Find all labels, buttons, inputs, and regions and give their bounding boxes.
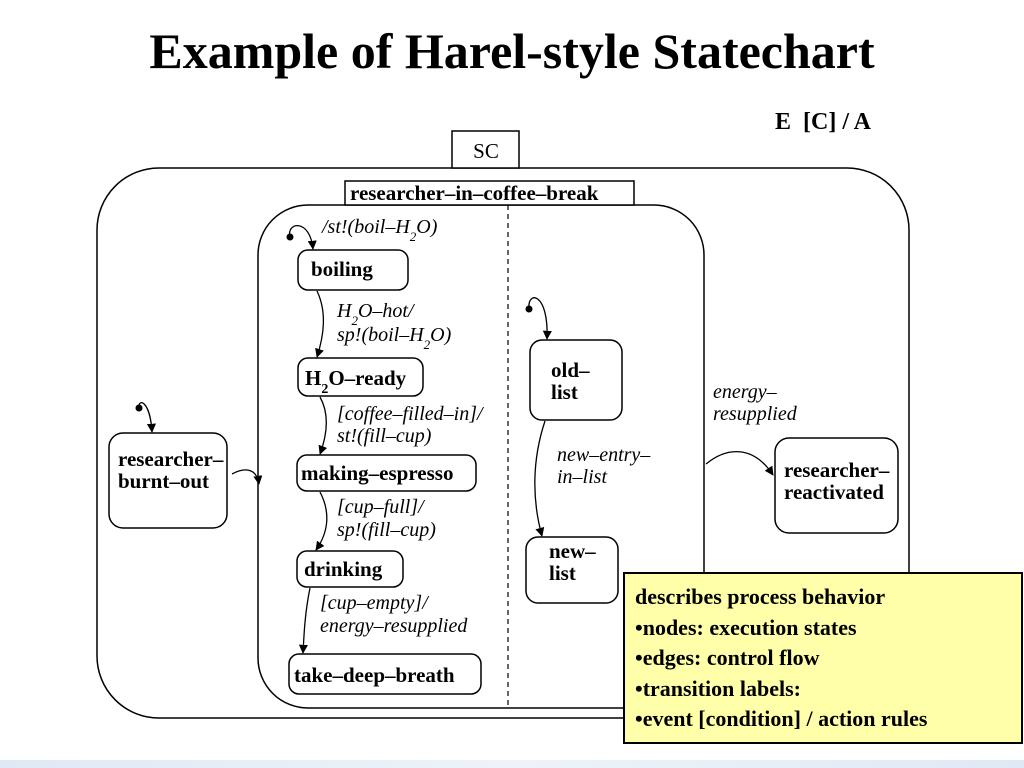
state-researcher-burnt-out: researcher–burnt–out <box>108 432 228 529</box>
transition-making-espresso-drinking <box>315 491 328 551</box>
superstate-label-box <box>344 180 635 206</box>
transition-initial-boiling <box>288 224 317 250</box>
reactivated-line2: reactivated <box>784 480 884 504</box>
new-list-line2: list <box>549 561 576 585</box>
state-making-espresso-label: making–espresso <box>301 461 453 485</box>
label-sp-boil: sp!(boil–H2O) <box>337 324 452 352</box>
label-initial-boil-sub: 2 <box>410 229 417 244</box>
label-coffee-filled: [coffee–filled–in]/st!(fill–cup) <box>337 403 485 447</box>
label-new-entry-a: new–entry– <box>557 444 651 466</box>
label-cup-full-b: sp!(fill–cup) <box>337 519 436 541</box>
note-line-3: •edges: control flow <box>635 645 820 670</box>
label-new-entry: new–entry–in–list <box>557 444 651 488</box>
new-list-line1: new– <box>549 539 596 563</box>
transition-burnt-out-coffee-break <box>231 469 263 485</box>
label-sp-boil-sub: 2 <box>424 337 431 352</box>
label-coffee-filled-b: st!(fill–cup) <box>337 425 432 447</box>
state-making-espresso: making–espresso <box>296 454 477 492</box>
label-h2o-hot-b: O–hot/ <box>358 300 416 322</box>
state-researcher-reactivated: researcher–reactivated <box>774 437 899 534</box>
state-take-deep-breath-label: take–deep–breath <box>294 663 455 687</box>
transition-initial-old-list <box>528 297 552 340</box>
explanation-note-box: describes process behavior •nodes: execu… <box>623 572 1023 744</box>
label-h2o-hot-a: H <box>336 300 353 322</box>
label-new-entry-b: in–list <box>557 466 607 488</box>
label-initial-boil-b: O) <box>416 216 437 238</box>
transition-energy-resupplied <box>705 451 774 476</box>
superstate-label: researcher–in–coffee–break <box>350 181 599 205</box>
state-new-list: new–list <box>525 536 619 604</box>
label-initial-boil: /st!(boil–H2O) <box>321 216 438 244</box>
label-coffee-filled-a: [coffee–filled–in]/ <box>337 403 485 425</box>
h2o-ready-rest: O–ready <box>328 366 406 390</box>
transition-h2o-ready-making-espresso <box>318 396 328 455</box>
burnt-out-line1: researcher– <box>118 447 224 471</box>
label-sp-boil-a: sp!(boil–H <box>337 324 425 346</box>
bottom-decorative-strip <box>0 760 1024 768</box>
label-energy-resupplied-b: resupplied <box>713 403 798 425</box>
note-line-5: •event [condition] / action rules <box>635 706 928 731</box>
label-energy-resupplied-a: energy– <box>713 381 778 403</box>
transition-old-list-new-list <box>534 420 546 537</box>
note-line-2: •nodes: execution states <box>635 614 857 640</box>
note-line-4: •transition labels: <box>635 675 801 701</box>
note-line-1: describes process behavior <box>635 584 886 609</box>
label-energy-resupplied: energy–resupplied <box>713 381 798 425</box>
state-boiling-label: boiling <box>311 257 373 281</box>
root-label: SC <box>473 139 499 163</box>
transition-drinking-take-deep-breath <box>298 587 311 654</box>
state-h2o-ready: H2O–ready <box>297 357 424 397</box>
svg-text:H2O–ready: H2O–ready <box>305 366 407 397</box>
root-label-box <box>451 130 520 169</box>
label-initial-boil-a: /st!(boil–H <box>321 216 411 238</box>
label-cup-full: [cup–full]/sp!(fill–cup) <box>337 496 436 541</box>
svg-text:researcher–reactivated: researcher–reactivated <box>784 458 890 504</box>
transition-boiling-h2o-ready <box>315 290 325 358</box>
label-cup-empty: [cup–empty]/energy–resupplied <box>320 592 468 637</box>
svg-text:researcher–burnt–out: researcher–burnt–out <box>118 447 224 493</box>
state-drinking: drinking <box>296 550 404 588</box>
old-list-line1: old– <box>551 358 590 382</box>
state-drinking-label: drinking <box>304 557 383 581</box>
transition-initial-burnt-out <box>138 402 157 433</box>
state-old-list: old–list <box>529 339 623 421</box>
burnt-out-line2: burnt–out <box>118 469 209 493</box>
label-sp-boil-b: O) <box>430 324 451 346</box>
page-title: Example of Harel-style Statechart <box>149 23 875 79</box>
old-list-line2: list <box>551 380 578 404</box>
label-cup-empty-a: [cup–empty]/ <box>320 592 430 614</box>
svg-text:new–list: new–list <box>549 539 596 585</box>
reactivated-line1: researcher– <box>784 458 890 482</box>
label-h2o-hot: H2O–hot/ <box>336 300 416 328</box>
label-cup-full-a: [cup–full]/ <box>337 496 426 518</box>
state-boiling: boiling <box>297 249 409 291</box>
h2o-ready-sub: 2 <box>321 382 328 397</box>
label-cup-empty-b: energy–resupplied <box>320 615 468 637</box>
svg-text:old–list: old–list <box>551 358 590 404</box>
state-take-deep-breath: take–deep–breath <box>288 653 482 695</box>
h2o-ready-h: H <box>305 366 321 390</box>
notation-label: E [C] / A <box>775 109 872 135</box>
label-h2o-hot-sub: 2 <box>351 313 358 328</box>
